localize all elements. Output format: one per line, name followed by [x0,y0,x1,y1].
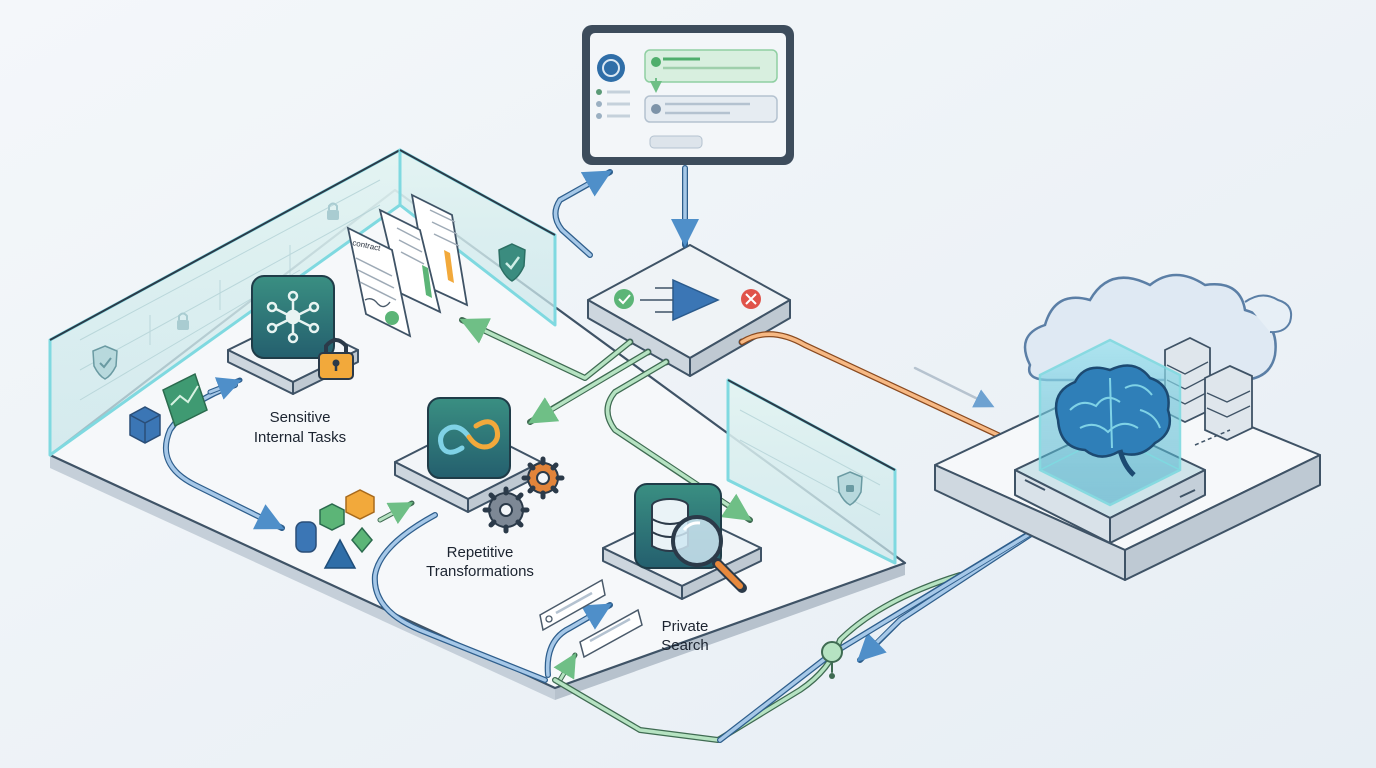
sensitive-tasks-node: Sensitive Internal Tasks [227,275,359,446]
lock-icon [177,312,189,330]
shield-icon [837,471,863,506]
firewall-wall-back [398,148,557,327]
firewall-wall-inner [726,378,897,565]
lock-icon [327,202,339,220]
node-label-line1: Private [662,618,709,635]
magnifier-icon [671,515,747,593]
node-label-line1: Sensitive [270,409,331,426]
data-shapes [295,489,375,569]
node-label-line2: Transformations [426,563,534,580]
submit-button [649,135,703,149]
router-node [587,244,791,377]
pending-card [644,95,778,123]
brain-icon [1054,364,1172,477]
search-node: Private Search [602,483,762,654]
shield-icon [498,243,526,282]
gear-icon [521,456,565,500]
shield-icon [92,345,118,380]
check-icon [651,57,661,67]
ai-logo-icon [597,54,625,82]
document-stack: contract [346,193,469,338]
approval-monitor [582,25,794,165]
flow-arrows [163,165,1063,743]
node-label-line1: Repetitive [447,544,514,561]
check-icon [614,289,634,309]
node-label-line2: Search [661,637,709,654]
search-query-cards [539,578,643,659]
repetitive-node: Repetitive Transformations [394,397,565,580]
node-label-line2: Internal Tasks [254,429,346,446]
network-icon [266,290,320,344]
lock-icon [318,338,354,380]
refresh-cycle-icon [438,419,500,455]
document-icon: contract [346,226,412,338]
gear-icon [482,486,530,534]
approved-card [644,49,778,83]
data-blocks [129,372,208,444]
cloud-ai-platform [934,273,1321,581]
